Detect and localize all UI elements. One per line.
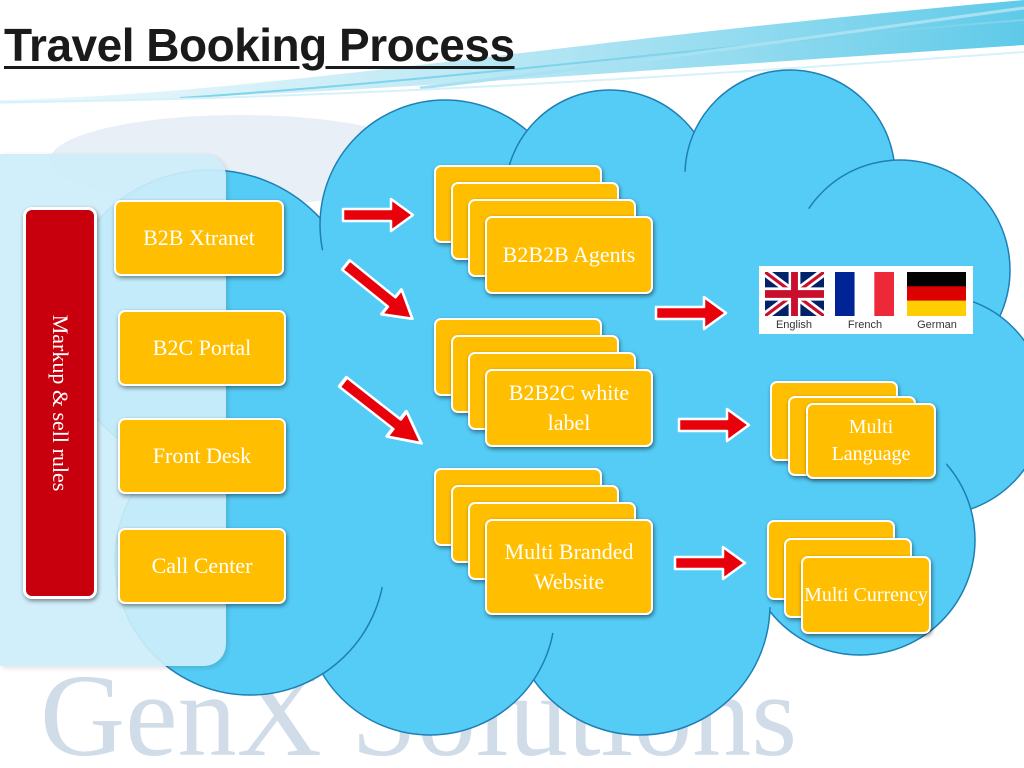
- header-swoosh: [0, 0, 1024, 104]
- german-label: German: [917, 319, 957, 331]
- arrow-right-icon: [673, 545, 747, 581]
- arrow-right-icon: [341, 197, 415, 233]
- language-flags: English French German: [759, 266, 973, 334]
- uk-flag-icon: [765, 272, 824, 316]
- markup-sell-rules-bar: Markup & sell rules: [23, 207, 97, 599]
- germany-flag-icon: [907, 272, 966, 316]
- channel-front-desk: Front Desk: [118, 418, 286, 494]
- french-label: French: [847, 319, 883, 331]
- multi-language-box: Multi Language: [806, 403, 936, 479]
- multi-branded-website-box: Multi Branded Website: [485, 519, 653, 615]
- arrow-right-icon: [654, 295, 728, 331]
- channel-b2c-portal: B2C Portal: [118, 310, 286, 386]
- channel-call-center: Call Center: [118, 528, 286, 604]
- page-title: Travel Booking Process: [4, 19, 515, 71]
- b2b2c-white-label-box: B2B2C white label: [485, 369, 653, 447]
- multi-currency-box: Multi Currency: [801, 556, 931, 634]
- channel-b2b-xtranet: B2B Xtranet: [114, 200, 284, 276]
- arrow-diagonal-icon: [331, 367, 433, 458]
- english-label: English: [775, 319, 813, 331]
- arrow-right-icon: [677, 407, 751, 443]
- arrow-diagonal-icon: [334, 251, 424, 333]
- france-flag-icon: [835, 272, 894, 316]
- b2b2b-agents-box: B2B2B Agents: [485, 216, 653, 294]
